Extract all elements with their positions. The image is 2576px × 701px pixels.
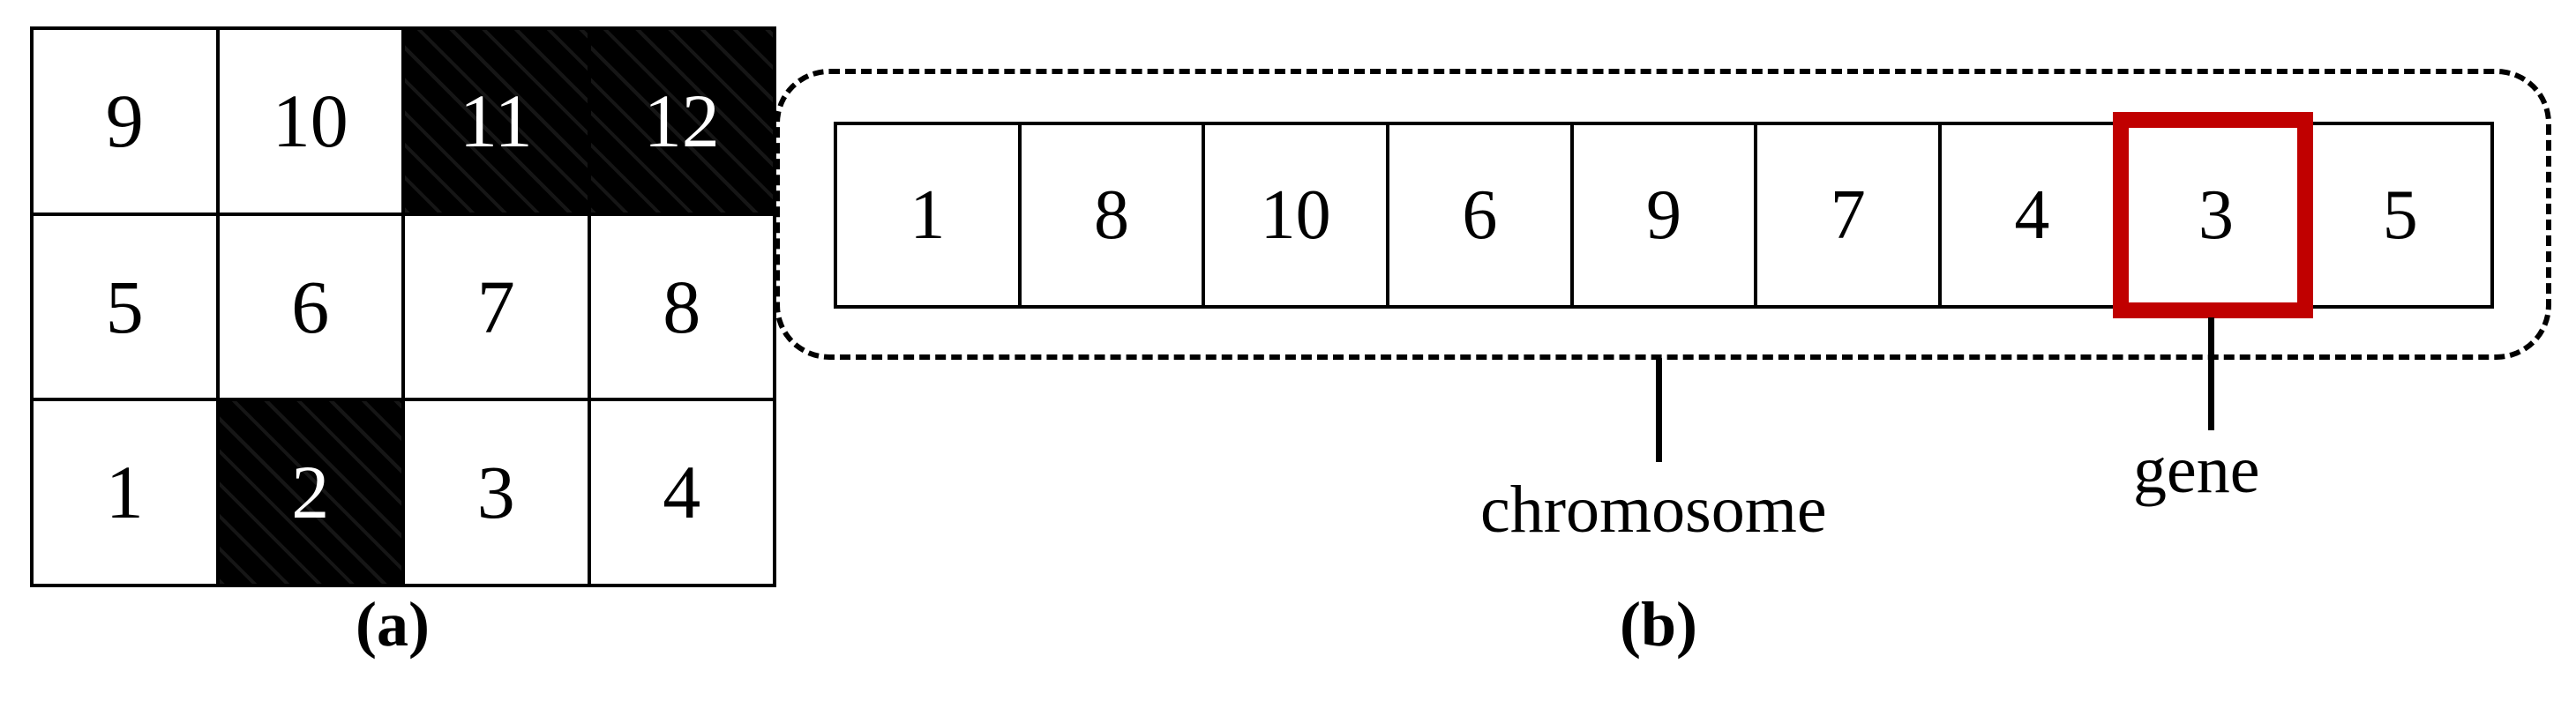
- grid-cell[interactable]: 4: [587, 398, 776, 587]
- gene-cell[interactable]: 1: [837, 125, 1022, 305]
- grid-row: 1 2 3 4: [30, 398, 776, 587]
- grid-cell[interactable]: 6: [215, 212, 405, 402]
- grid-cell[interactable]: 9: [30, 26, 220, 216]
- grid-row: 5 6 7 8: [30, 212, 776, 402]
- grid-cell[interactable]: 7: [401, 212, 591, 402]
- chromosome-outline: [775, 69, 2551, 360]
- panel-b-caption: (b): [1620, 589, 1697, 660]
- grid-cell[interactable]: 10: [215, 26, 405, 216]
- grid-cell[interactable]: 5: [30, 212, 220, 402]
- chromosome-leader-line: [1656, 358, 1662, 462]
- gene-cell[interactable]: 8: [1021, 125, 1206, 305]
- gene-cell[interactable]: 10: [1205, 125, 1390, 305]
- gene-cell-highlighted[interactable]: 3: [2125, 125, 2310, 305]
- gene-leader-line: [2208, 317, 2214, 430]
- grid-row: 9 10 11 12: [30, 26, 776, 216]
- gene-cell[interactable]: 7: [1757, 125, 1943, 305]
- grid-cell[interactable]: 8: [587, 212, 776, 402]
- grid-matrix: 9 10 11 12 5 6 7 8 1 2 3 4: [30, 26, 776, 587]
- grid-cell-filled[interactable]: 2: [215, 398, 405, 587]
- chromosome-strip: 1 8 10 6 9 7 4 3 5: [834, 122, 2494, 309]
- grid-cell-filled[interactable]: 11: [401, 26, 591, 216]
- grid-cell-filled[interactable]: 12: [587, 26, 776, 216]
- gene-cell[interactable]: 4: [1942, 125, 2126, 305]
- panel-a: 9 10 11 12 5 6 7 8 1 2 3 4 (a): [0, 0, 794, 701]
- panel-a-caption: (a): [356, 589, 430, 660]
- grid-cell[interactable]: 3: [401, 398, 591, 587]
- gene-label: gene: [2133, 433, 2260, 507]
- gene-cell[interactable]: 6: [1389, 125, 1574, 305]
- gene-cell[interactable]: 5: [2310, 125, 2491, 305]
- grid-cell[interactable]: 1: [30, 398, 220, 587]
- gene-cell[interactable]: 9: [1573, 125, 1758, 305]
- chromosome-label: chromosome: [1480, 473, 1827, 547]
